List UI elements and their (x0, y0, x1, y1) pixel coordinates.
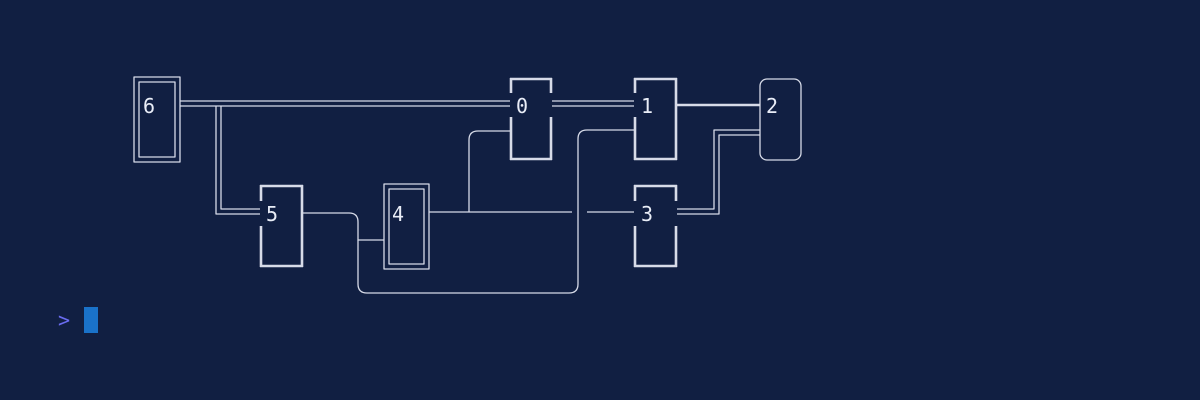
edge-5-4 (303, 212, 384, 241)
node-3[interactable]: 3 (633, 184, 678, 268)
node-4[interactable]: 4 (383, 183, 430, 270)
text-cursor[interactable] (84, 307, 99, 333)
node-2-label: 2 (766, 94, 778, 118)
edge-4-0 (468, 130, 510, 212)
edge-0-1 (552, 100, 634, 107)
node-3-label: 3 (641, 202, 653, 226)
edge-6-0 (180, 100, 510, 107)
node-4-label: 4 (392, 202, 404, 226)
node-6[interactable]: 6 (133, 76, 181, 163)
prompt-symbol: > (58, 308, 71, 332)
node-1-label: 1 (641, 94, 653, 118)
node-5[interactable]: 5 (259, 184, 304, 268)
command-prompt[interactable]: > (58, 306, 99, 334)
node-1[interactable]: 1 (633, 77, 678, 161)
edge-3-2 (677, 129, 760, 215)
node-5-label: 5 (266, 202, 278, 226)
edge-6-5 (215, 106, 260, 215)
edge-5-1 (357, 129, 634, 294)
node-0-label: 0 (516, 94, 528, 118)
node-2[interactable]: 2 (759, 78, 802, 161)
node-6-label: 6 (143, 94, 155, 118)
node-0[interactable]: 0 (509, 77, 553, 161)
